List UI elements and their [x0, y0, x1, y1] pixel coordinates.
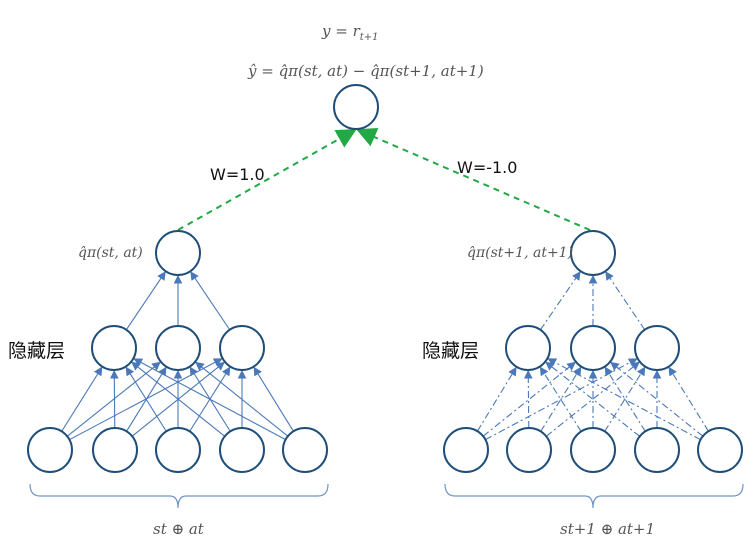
left-input-hidden-edge [66, 361, 161, 437]
right-input-hidden-edge [610, 361, 704, 437]
right-q-node [570, 230, 616, 276]
output-formula: ŷ = q̂π(st, at) − q̂π(st+1, at+1) [247, 62, 484, 80]
left-input-hidden-edge [109, 369, 119, 429]
left-q-label: q̂π(st, at) [78, 245, 143, 261]
right-input-hidden-edge [523, 369, 533, 429]
right-input-hidden-edge [476, 366, 517, 432]
left-hidden-node [155, 325, 201, 371]
left-input-hidden-edge [253, 366, 294, 432]
right-input-node [443, 427, 489, 473]
right-input-node [697, 427, 743, 473]
right-weight-label: W=-1.0 [457, 158, 517, 177]
right-input-hidden-edge [545, 361, 641, 437]
left-input-node [155, 427, 201, 473]
right-input-hidden-edge [604, 366, 646, 432]
right-input-hidden-edge [604, 366, 646, 432]
left-input-label: st ⊕ at [153, 520, 205, 538]
left-q-node [155, 230, 201, 276]
left-input-node [282, 427, 328, 473]
right-hidden-node [634, 325, 680, 371]
left-input-node [219, 427, 265, 473]
left-weight-label: W=1.0 [210, 165, 265, 184]
left-hidden-top-edge [125, 271, 166, 331]
right-input-hidden-edge [540, 366, 582, 432]
right-to-output-connection [356, 127, 591, 231]
right-input-hidden-edge [539, 366, 582, 432]
right-network-edges [476, 271, 709, 441]
network-nodes [27, 84, 743, 473]
right-hidden-top-edge [605, 271, 646, 331]
left-input-hidden-edge [133, 358, 286, 441]
right-hidden-top-edge [539, 271, 581, 331]
left-hidden-top-edge [190, 271, 231, 331]
target-label: y = rt+1 [321, 22, 379, 43]
right-hidden-node [505, 325, 551, 371]
left-hidden-node [219, 325, 265, 371]
left-input-hidden-edge [195, 361, 289, 437]
right-input-hidden-edge [547, 358, 701, 441]
right-input-brace [444, 483, 744, 509]
right-input-node [506, 427, 552, 473]
left-hidden-node [91, 325, 137, 371]
left-input-node [27, 427, 73, 473]
left-hidden-layer-label: 隐藏层 [8, 340, 65, 362]
left-input-hidden-edge [125, 366, 167, 432]
right-input-hidden-edge [668, 366, 709, 432]
right-input-node [634, 427, 680, 473]
right-hidden-layer-label: 隐藏层 [422, 340, 479, 362]
left-to-output-connection [177, 129, 357, 231]
right-q-label: q̂π(st+1, at+1) [467, 245, 573, 261]
left-input-hidden-edge [61, 366, 103, 432]
left-input-hidden-edge [131, 361, 226, 437]
right-input-hidden-edge [482, 361, 576, 437]
left-input-brace [29, 483, 329, 509]
right-input-label: st+1 ⊕ at+1 [560, 520, 655, 538]
left-network-edges [61, 271, 294, 441]
right-input-hidden-edge [545, 361, 640, 437]
left-input-node [92, 427, 138, 473]
right-hidden-node [570, 325, 616, 371]
right-input-hidden-edge [485, 358, 638, 441]
right-input-node [570, 427, 616, 473]
output-node [333, 84, 379, 130]
